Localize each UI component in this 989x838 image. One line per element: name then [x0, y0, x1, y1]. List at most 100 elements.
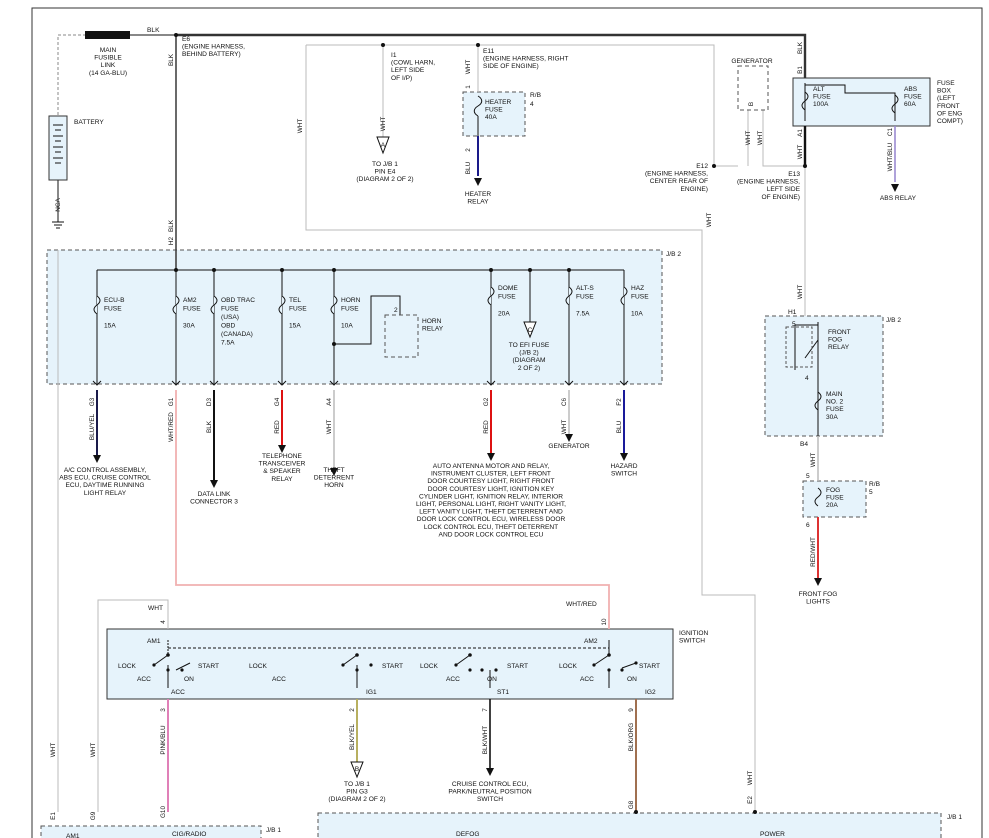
pin-label: 5 — [792, 321, 796, 328]
wire-color-label: BLU/YEL — [89, 413, 96, 440]
page-border — [31, 7, 983, 838]
main-fuse-label: MAIN — [826, 391, 843, 398]
defog-label: DEFOG — [456, 831, 479, 838]
wire-color-label: WHT/BLU — [887, 142, 894, 171]
connector-e6-label: BEHIND BATTERY) — [182, 51, 241, 58]
abs-relay-label: ABS RELAY — [880, 195, 917, 202]
connector-c — [523, 321, 537, 339]
fuse-label: 7.5A — [221, 340, 235, 347]
connector-e11-label: SIDE OF ENGINE) — [483, 63, 539, 70]
to-jb1-e4-label: (DIAGRAM 2 OF 2) — [356, 176, 413, 183]
fog-fuse-label: FUSE — [826, 495, 844, 502]
am1-bottom-label: AM1 — [66, 833, 80, 838]
heater-relay-arrow — [474, 178, 482, 186]
pin-label: E2 — [747, 796, 754, 804]
wire-color-label: WHT — [810, 453, 817, 468]
ground-symbol — [52, 221, 64, 229]
fuse-label: 10A — [631, 311, 643, 318]
wire-color-label: WHT — [745, 131, 752, 146]
wire-color-label: RED — [274, 420, 281, 434]
fuse-label: FUSE — [104, 306, 122, 313]
alt-fuse-symbol — [801, 91, 809, 111]
wire-color-label: WHT — [561, 420, 568, 435]
fuse-label: 15A — [104, 323, 116, 330]
pin-label: C1 — [887, 127, 894, 136]
fuse-label: (CANADA) — [221, 331, 253, 338]
cruise-arrow — [486, 768, 494, 776]
pin-label: G9 — [90, 811, 97, 820]
connector-e12-label: ENGINE) — [681, 186, 708, 193]
switch-position-label: START — [639, 663, 660, 670]
to-efi-label: (J/B 2) — [519, 350, 538, 357]
to-jb1-g3-label: PIN G3 — [346, 789, 368, 796]
connector-a-label: A — [381, 142, 386, 149]
destination-label: LIGHT, PERSONAL LIGHT, RIGHT VANITY LIGH… — [416, 501, 566, 508]
fuse-label: FUSE — [631, 294, 649, 301]
pin-label: 5 — [869, 489, 873, 496]
bottom-junctions — [634, 810, 757, 814]
pin-label: 1 — [465, 85, 472, 89]
connector-e13-label: LEFT SIDE — [767, 186, 801, 193]
generator-label: GENERATOR — [731, 58, 772, 65]
wire-color-label: WHT — [706, 213, 713, 228]
pin-label: 6 — [806, 522, 810, 529]
pin-label: 10 — [601, 618, 608, 626]
destination-label: DOOR COURTESY LIGHT, IGNITION KEY — [428, 486, 555, 493]
connector-c-label: C — [528, 327, 533, 334]
destination-label: DATA LINK — [198, 491, 231, 498]
destination-label: INSTRUMENT CLUSTER, LEFT FRONT — [431, 471, 551, 478]
jb1-label: J/B 1 — [947, 814, 962, 821]
wire-color-label: WHT/RED — [168, 412, 175, 442]
pin-label: H1 — [788, 309, 797, 316]
am1-label: AM1 — [147, 638, 161, 645]
heater-fuse-label: 40A — [485, 114, 497, 121]
jb2-junction-dots — [174, 268, 571, 346]
fuse-label: FUSE — [341, 306, 359, 313]
cruise-label: SWITCH — [477, 796, 503, 803]
destination-label: AND DOOR LOCK CONTROL ECU — [439, 531, 544, 538]
pin-label: B — [748, 102, 755, 106]
wire-color-label: WHT — [50, 743, 57, 758]
fuse-box-label: FUSE — [937, 80, 955, 87]
alt-fuse-label: ALT — [813, 86, 825, 93]
fuse-label: 30A — [183, 323, 195, 330]
destination-label: LEFT VANITY LIGHT, THEFT DETERRENT AND — [419, 509, 563, 516]
pin-label: H2 — [168, 236, 175, 245]
connector-e11-label: E11 — [483, 48, 495, 55]
jb2-box — [46, 249, 663, 385]
pin-label: 2 — [465, 148, 472, 152]
horn-relay-label: RELAY — [422, 326, 444, 333]
ignition-wires — [57, 250, 637, 812]
ignition-output-label: IG1 — [366, 689, 377, 696]
connector-i1-label: LEFT SIDE — [391, 67, 425, 74]
wire-color-label: WHT — [148, 605, 163, 612]
fog-fuse-label: FOG — [826, 487, 840, 494]
ignition-switch-box — [106, 628, 674, 700]
pin-label: 4 — [160, 620, 167, 624]
fuse-label: 20A — [498, 311, 510, 318]
wire-color-label: WHT — [380, 117, 387, 132]
fuse-label: (USA) — [221, 314, 239, 321]
connector-i1-label: OF I/P) — [391, 75, 412, 82]
to-jb1-e4-label: TO J/B 1 — [372, 161, 398, 168]
fuse-label: 10A — [341, 323, 353, 330]
connector-e6-label: E6 — [182, 36, 190, 43]
destination-label: GENERATOR — [548, 443, 589, 450]
pin-label: A4 — [326, 398, 333, 406]
fog-relay-label: RELAY — [828, 344, 850, 351]
wire-color-label: WHT — [90, 743, 97, 758]
fusible-link-label: FUSIBLE — [94, 55, 122, 62]
main-fuse-label: FUSE — [826, 406, 844, 413]
destination-label: ECU, DAYTIME RUNNING — [65, 482, 144, 489]
wire-color-label: WHT — [797, 145, 804, 160]
destination-label: DOOR LOCK CONTROL ECU, WIRELESS DOOR — [417, 516, 566, 523]
destination-label: RELAY — [271, 476, 293, 483]
ignition-output-label: IG2 — [645, 689, 656, 696]
switch-position-label: LOCK — [249, 663, 268, 670]
fusible-link-label: LINK — [101, 62, 116, 69]
abs-fuse-symbol — [891, 94, 899, 114]
fuse-box-box — [792, 77, 931, 127]
switch-position-label: ON — [184, 676, 194, 683]
